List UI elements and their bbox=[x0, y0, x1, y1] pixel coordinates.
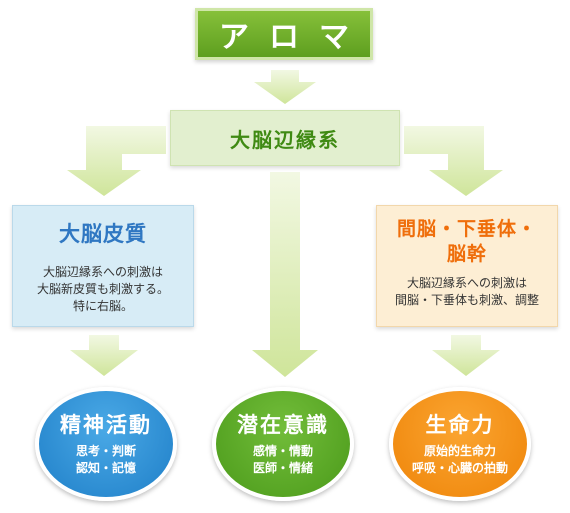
mental-activity-oval: 精神活動 思考・判断 認知・記憶 bbox=[35, 387, 177, 501]
aroma-title: アロマ bbox=[219, 20, 369, 55]
diencephalon-text: 大脳辺縁系への刺激は 間脳・下垂体も刺激、調整 bbox=[394, 276, 539, 307]
diencephalon-title-line1: 間脳・下垂体・ bbox=[396, 218, 537, 240]
subconscious-title: 潜在意識 bbox=[237, 413, 329, 437]
cerebral-cortex-title: 大脳皮質 bbox=[59, 222, 147, 246]
arrow-limbic-to-subconscious bbox=[252, 172, 318, 377]
arrow-aroma-to-limbic bbox=[254, 70, 316, 104]
mental-activity-text: 思考・判断 認知・記憶 bbox=[75, 444, 136, 475]
vitality-oval: 生命力 原始的生命力 呼吸・心臓の拍動 bbox=[389, 387, 531, 501]
cerebral-cortex-text: 大脳辺縁系への刺激は 大脳新皮質も刺激する。 特に右脳。 bbox=[36, 265, 169, 313]
vitality-text: 原始的生命力 呼吸・心臓の拍動 bbox=[411, 444, 508, 475]
arrow-limbic-to-cortex bbox=[67, 126, 166, 196]
vitality-title: 生命力 bbox=[425, 413, 495, 437]
limbic-system-title: 大脳辺縁系 bbox=[230, 127, 340, 152]
arrow-diencephalon-to-vitality bbox=[432, 335, 500, 376]
diencephalon-card: 間脳・下垂体・ 脳幹 大脳辺縁系への刺激は 間脳・下垂体も刺激、調整 bbox=[376, 205, 558, 327]
arrow-limbic-to-diencephalon bbox=[404, 126, 503, 196]
diencephalon-title-line2: 脳幹 bbox=[446, 243, 487, 265]
arrow-cortex-to-mental bbox=[70, 335, 138, 376]
limbic-system-box: 大脳辺縁系 bbox=[170, 110, 400, 166]
aroma-box: アロマ bbox=[195, 8, 373, 60]
mental-activity-title: 精神活動 bbox=[60, 413, 152, 437]
cerebral-cortex-card: 大脳皮質 大脳辺縁系への刺激は 大脳新皮質も刺激する。 特に右脳。 bbox=[12, 205, 194, 327]
subconscious-oval: 潜在意識 感情・情動 医師・情緒 bbox=[212, 387, 354, 501]
subconscious-text: 感情・情動 医師・情緒 bbox=[252, 444, 313, 475]
